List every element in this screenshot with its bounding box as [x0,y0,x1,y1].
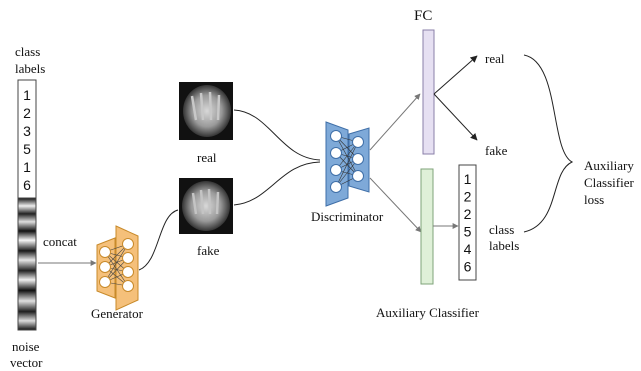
aux-loss-label-line1: Auxiliary [584,158,634,173]
class-labels-right-line2: labels [489,238,519,253]
generator-label: Generator [91,306,144,321]
output-class-label-values: 1 22 54 6 [464,171,472,275]
class-labels-title-line1: class [15,44,40,59]
generator-node-5 [122,266,134,278]
concat-label: concat [43,234,77,249]
generator-node-4 [122,252,134,264]
generator-to-fake-connector [138,209,179,271]
output-class-label-2: 2 [464,206,472,222]
discriminator-node-3 [330,181,342,193]
output-class-label-vector [458,164,477,281]
fc-to-fake-arrow [433,93,478,141]
noise-vector-label-line2: vector [10,355,43,370]
generator-node-0 [99,246,111,258]
input-class-label-5: 6 [23,177,31,193]
output-class-label-0: 1 [464,171,472,187]
output-fake-label: fake [485,143,508,158]
fc-layer [422,29,435,155]
auxiliary-classifier-layer [420,168,434,285]
discriminator-node-4 [352,136,364,148]
class-labels-right-line1: class [489,222,514,237]
input-class-label-4: 1 [23,159,31,175]
fc-to-real-arrow [433,55,478,95]
input-class-label-3: 5 [23,141,31,157]
class-labels-title-line2: labels [15,61,45,76]
output-class-label-5: 6 [464,259,472,275]
input-class-label-1: 2 [23,105,31,121]
discriminator-network [325,121,370,207]
auxiliary-classifier-label: Auxiliary Classifier [376,305,480,320]
output-class-label-3: 5 [464,224,472,240]
output-real-label: real [485,51,505,66]
fake-image-label: fake [197,243,220,258]
real-to-discriminator-connector [233,109,321,161]
generator-node-3 [122,238,134,250]
input-class-label-values: 1 2 3 5 1 6 [23,87,31,193]
noise-vector-bar [17,197,37,331]
discriminator-node-5 [352,153,364,165]
discriminator-to-fc-arrow [369,93,421,151]
discriminator-node-2 [330,164,342,176]
noise-vector-label-line1: noise [12,339,40,354]
fake-to-discriminator-connector [233,161,321,206]
discriminator-label: Discriminator [311,209,384,224]
discriminator-to-aux-arrow [369,177,422,233]
generator-network [96,225,139,311]
input-class-label-2: 3 [23,123,31,139]
generator-node-6 [122,280,134,292]
discriminator-node-0 [330,130,342,142]
real-hand-image [179,82,233,140]
aux-loss-label-line2: Classifier [584,175,634,190]
discriminator-node-1 [330,147,342,159]
generator-node-2 [99,276,111,288]
fake-hand-image [179,178,233,234]
fc-label: FC [414,8,432,24]
loss-curly-brace [523,54,574,233]
output-class-label-1: 2 [464,189,472,205]
output-class-label-4: 4 [464,241,472,257]
aux-loss-label-line3: loss [584,192,604,207]
generator-node-1 [99,261,111,273]
real-image-label: real [197,150,217,165]
discriminator-node-6 [352,170,364,182]
input-class-label-0: 1 [23,87,31,103]
